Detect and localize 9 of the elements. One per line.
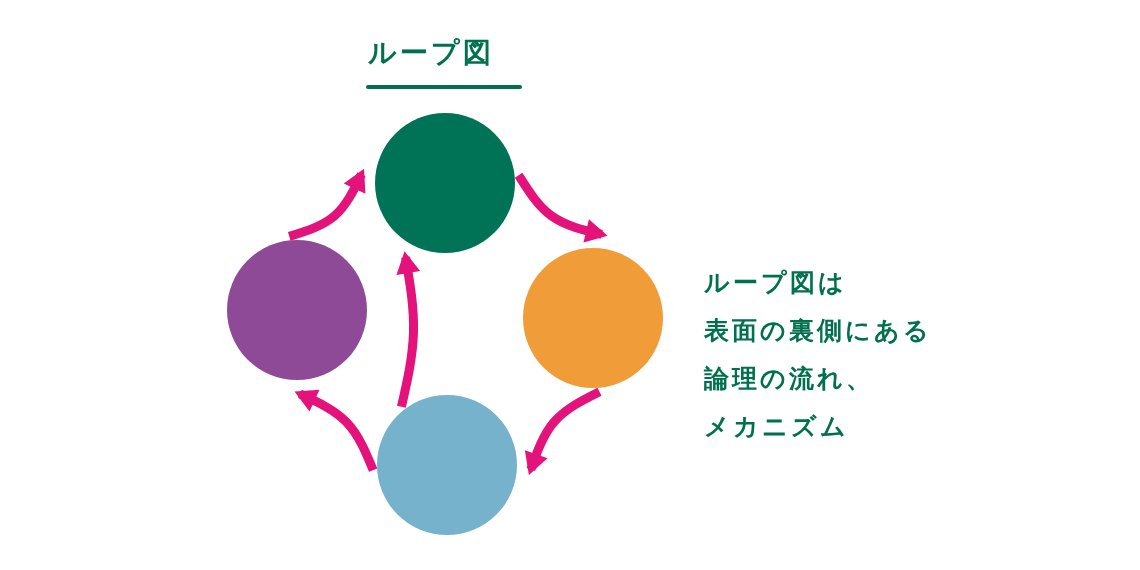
- description-text: メカニズム: [704, 412, 849, 442]
- arrow: [514, 172, 608, 243]
- arrow: [524, 387, 602, 476]
- arrow: [287, 168, 366, 241]
- description-text: 論理の流れ、: [704, 364, 874, 394]
- arrow: [294, 389, 378, 472]
- description-text: ループ図は: [704, 268, 847, 298]
- description-text: 表面の裏側にある: [704, 316, 932, 346]
- title: ループ図: [368, 36, 494, 70]
